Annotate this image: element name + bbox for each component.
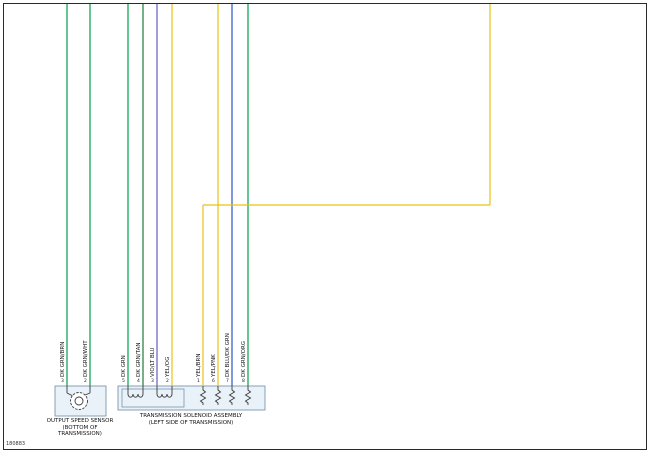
wire-color-label: DK BLU/DK GRN bbox=[225, 333, 231, 377]
wire-color-label: YEL/OG bbox=[165, 356, 171, 377]
output-speed-sensor-label: OUTPUT SPEED SENSOR (BOTTOM OF TRANSMISS… bbox=[40, 418, 120, 438]
solenoid-symbols-layer bbox=[127, 386, 252, 405]
wire-color-label: YEL/BRN bbox=[196, 353, 202, 377]
caption-line: (LEFT SIDE OF TRANSMISSION) bbox=[148, 419, 234, 426]
pin-number: 2 bbox=[166, 379, 169, 384]
pin-number: 7 bbox=[226, 379, 229, 384]
component-symbol bbox=[214, 386, 222, 405]
caption-line: TRANSMISSION SOLENOID ASSEMBLY bbox=[139, 413, 243, 419]
pin-number: 5 bbox=[122, 379, 125, 384]
pin-number: 3 bbox=[61, 379, 64, 384]
solenoid-inner-box bbox=[121, 388, 185, 408]
wire-color-label: DK GRN/WHT bbox=[83, 340, 89, 377]
pin-number: 8 bbox=[242, 379, 245, 384]
wire-color-label: DK GRN/TAN bbox=[136, 342, 142, 377]
document-number: 180883 bbox=[6, 441, 26, 447]
pin-number: 4 bbox=[137, 379, 140, 384]
page-border bbox=[3, 3, 647, 450]
component-symbol bbox=[156, 393, 173, 398]
wire-color-label: YEL/PNK bbox=[211, 354, 217, 377]
pin-number: 2 bbox=[84, 379, 87, 384]
pin-number: 6 bbox=[212, 379, 215, 384]
wire-color-label: DK GRN/ORG bbox=[241, 340, 247, 377]
pin-number: 1 bbox=[197, 379, 200, 384]
wire-color-label: DK GRN bbox=[121, 355, 127, 377]
component-symbol bbox=[199, 386, 207, 405]
pin-number: 3 bbox=[151, 379, 154, 384]
component-symbol bbox=[127, 393, 144, 398]
wire-color-label: DK GRN/BRN bbox=[60, 341, 66, 377]
transmission-solenoid-assembly-label: TRANSMISSION SOLENOID ASSEMBLY (LEFT SID… bbox=[106, 413, 276, 426]
transmission-solenoid-assembly-box bbox=[117, 385, 266, 411]
component-symbol bbox=[228, 386, 236, 405]
caption-line: OUTPUT SPEED SENSOR bbox=[46, 418, 114, 424]
caption-line: TRANSMISSION) bbox=[58, 431, 102, 437]
output-speed-sensor-box bbox=[54, 385, 107, 417]
speed-sensor-symbol bbox=[66, 386, 91, 410]
component-symbol bbox=[244, 386, 252, 405]
wire-layer bbox=[66, 4, 491, 386]
wire-color-label: VIO/LT BLU bbox=[150, 347, 156, 377]
caption-line: (BOTTOM OF bbox=[62, 424, 98, 431]
